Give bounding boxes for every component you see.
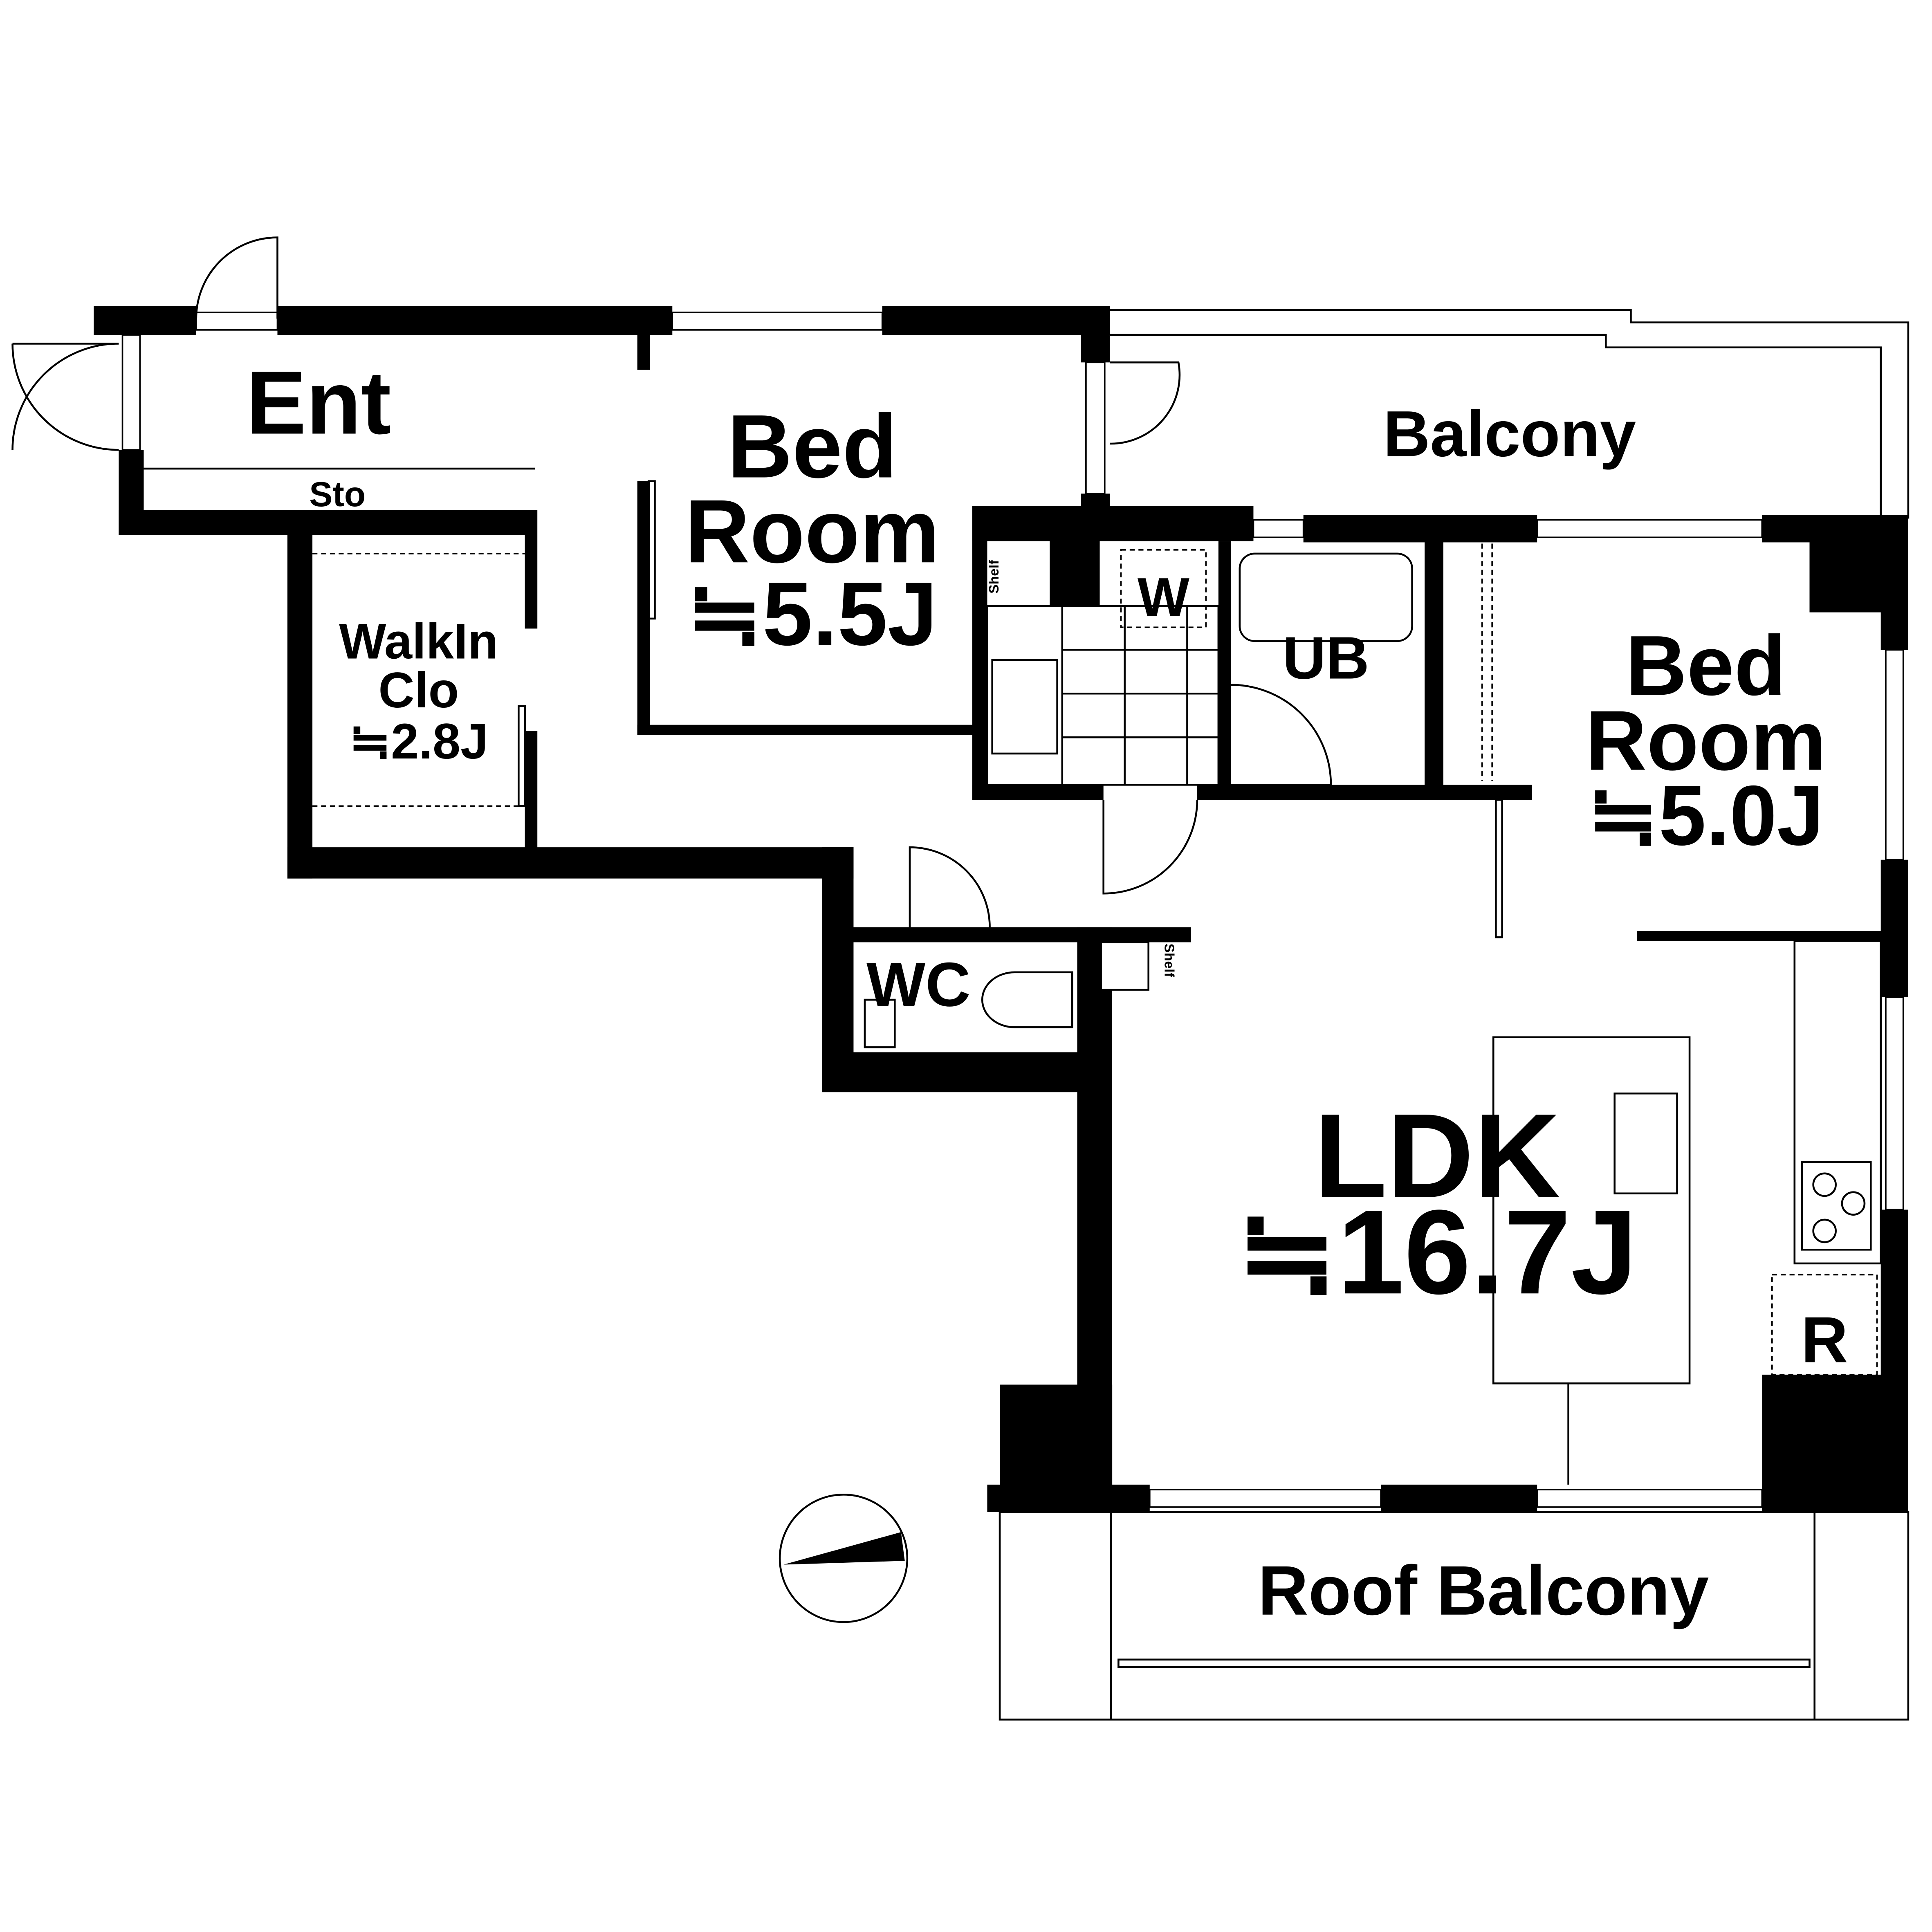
north-compass-icon bbox=[779, 1494, 909, 1623]
shelf-label: Shelf bbox=[1161, 943, 1176, 977]
fixtures bbox=[144, 467, 1882, 1485]
washer-label: W bbox=[1138, 567, 1189, 628]
ent-label: Ent bbox=[246, 352, 391, 453]
shelf-label: Shelf bbox=[987, 560, 1002, 594]
balcony-outline bbox=[1109, 309, 1910, 519]
doors bbox=[11, 236, 1503, 938]
roof-balcony-outline bbox=[999, 1511, 1910, 1721]
bath-label: UB bbox=[1283, 625, 1369, 692]
bedroom1-label-2: Room bbox=[685, 481, 940, 581]
walls bbox=[94, 306, 1908, 1512]
ldk-label: LDK bbox=[1314, 1089, 1560, 1223]
walkin-label-2: Clo bbox=[378, 662, 459, 718]
balcony-label: Balcony bbox=[1383, 397, 1636, 470]
refrigerator-label: R bbox=[1801, 1303, 1848, 1376]
bedroom2-label-2: Room bbox=[1585, 693, 1826, 788]
roof-balcony-label: Roof Balcony bbox=[1258, 1552, 1709, 1630]
bedroom2-size: ≒5.0J bbox=[1587, 768, 1824, 863]
sto-label: Sto bbox=[309, 475, 366, 514]
bedroom1-size: ≒5.5J bbox=[687, 563, 938, 664]
walkin-size: ≒2.8J bbox=[349, 713, 489, 769]
bedroom1-label-1: Bed bbox=[727, 396, 898, 496]
ldk-size: ≒16.7J bbox=[1237, 1185, 1638, 1319]
windows bbox=[121, 312, 1904, 1508]
walkin-label-1: WalkIn bbox=[339, 613, 498, 669]
bedroom2-label-1: Bed bbox=[1626, 618, 1786, 713]
wc-label: WC bbox=[866, 950, 971, 1019]
shelf-label: Shelf bbox=[1769, 1434, 1784, 1468]
